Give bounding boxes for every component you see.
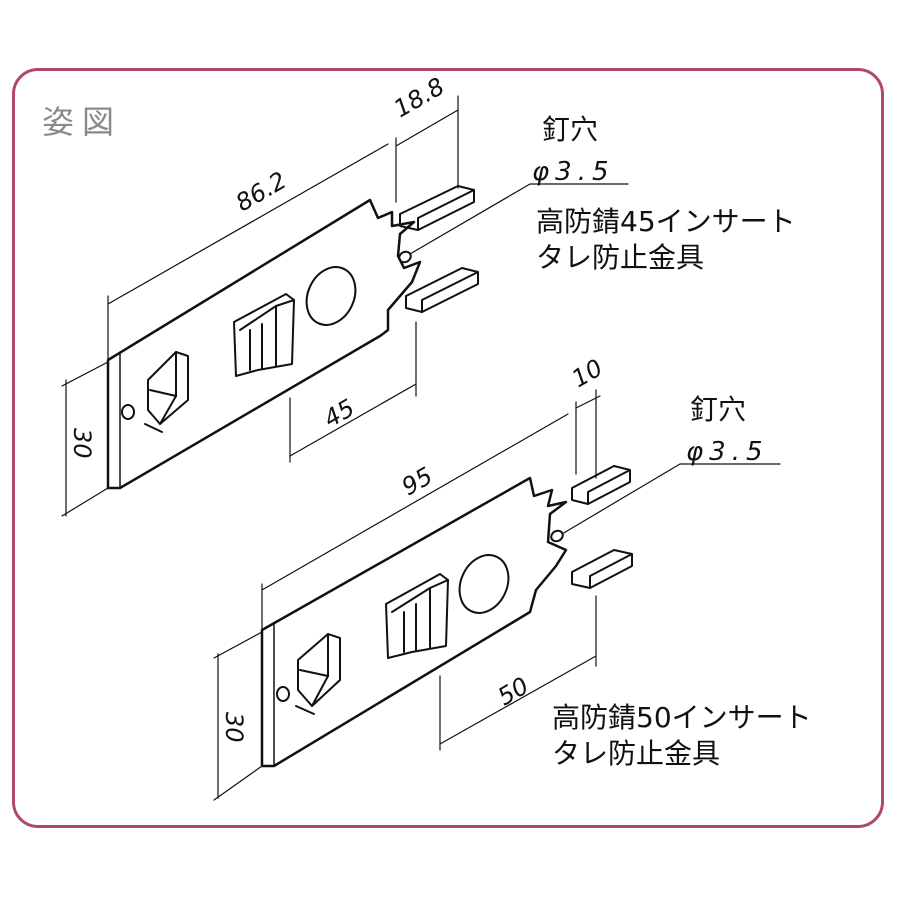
product-name-1-line2: タレ防止金具 xyxy=(536,241,705,275)
nail-hole-label-2: 釘穴 xyxy=(690,393,747,426)
nail-hole-dim-1: φ3.5 xyxy=(532,157,615,187)
drawing-frame xyxy=(12,68,884,828)
dim-tab-1: 18.8 xyxy=(389,72,449,123)
dim-length-2: 95 xyxy=(397,462,437,502)
product-name-2: 高防錆50インサート タレ防止金具 xyxy=(552,700,812,773)
dim-height-2: 30 xyxy=(220,712,248,743)
part-2-dimensions xyxy=(213,389,781,801)
part-2-bracket xyxy=(260,465,633,768)
part-1-dimensions xyxy=(61,95,629,517)
part-1-bracket xyxy=(106,185,479,490)
dim-offset-2: 50 xyxy=(493,672,533,712)
product-name-1: 高防錆45インサート タレ防止金具 xyxy=(536,204,796,277)
dim-height-1: 30 xyxy=(68,428,96,459)
product-name-2-line1: 高防錆50インサート xyxy=(552,701,812,734)
product-name-2-line2: タレ防止金具 xyxy=(552,737,721,771)
dim-length-1: 86.2 xyxy=(231,166,291,217)
section-title: 姿図 xyxy=(42,103,123,141)
dim-tab-2: 10 xyxy=(567,354,607,394)
nail-hole-dim-2: φ3.5 xyxy=(686,437,769,467)
product-name-1-line1: 高防錆45インサート xyxy=(536,205,796,238)
nail-hole-label-1: 釘穴 xyxy=(542,113,599,146)
dim-offset-1: 45 xyxy=(319,394,359,434)
